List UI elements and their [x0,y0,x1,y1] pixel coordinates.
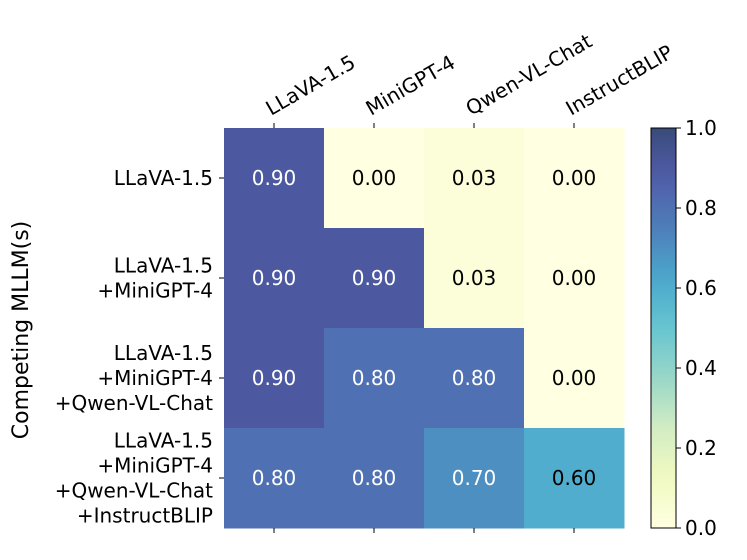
heatmap-cells: 0.90 0.00 0.03 0.00 0.90 0.90 0.03 0.00 0.90 0.80… [224,128,625,529]
heatmap-cell [424,128,525,229]
y-tick-label: LLaVA-1.5 [114,254,213,278]
cell-value-label: 0.90 [252,166,297,190]
cell-value-label: 0.00 [552,166,597,190]
heatmap-cell [224,428,325,529]
cell-value-label: 0.03 [452,166,497,190]
cell-value-label: 0.80 [352,466,397,490]
heatmap-cell [524,328,625,429]
colorbar-frame [650,127,677,529]
cell-value-label: 0.00 [552,366,597,390]
cell-value-label: 0.80 [352,366,397,390]
y-tick-label: LLaVA-1.5 [114,429,213,453]
cell-value-label: 0.80 [252,466,297,490]
heatmap-cell [524,428,625,529]
heatmap-cell [224,228,325,329]
cell-value-label: 0.70 [452,466,497,490]
cell-value-label: 0.90 [252,266,297,290]
y-tick-label: LLaVA-1.5 [114,166,213,190]
cell-value-label: 0.80 [452,366,497,390]
y-tick-label: +InstructBLIP [77,504,213,528]
y-tick-label: LLaVA-1.5 [114,341,213,365]
y-tick-label: +Qwen-VL-Chat [55,479,213,503]
cell-value-label: 0.00 [352,166,397,190]
heatmap-cell [524,228,625,329]
x-tick-label: LLaVA-1.5 [262,50,360,120]
heatmap-cell [524,128,625,229]
colorbar-gradient [651,128,676,528]
colorbar-tick-label: 0.6 [685,276,717,300]
colorbar-tick-label: 0.2 [685,436,717,460]
heatmap-cell [224,128,325,229]
y-tick-label: +MiniGPT-4 [97,279,213,303]
cell-value-label: 0.90 [252,366,297,390]
heatmap-cell [424,228,525,329]
heatmap-cell [424,328,525,429]
colorbar-tick-label: 1.0 [685,116,717,140]
colorbar-tick-label: 0.8 [685,196,717,220]
cell-value-label: 0.03 [452,266,497,290]
colorbar: 0.0 0.2 0.4 0.6 0.8 1.0 [650,116,717,540]
cell-value-label: 0.60 [552,466,597,490]
y-tick-label: +MiniGPT-4 [97,454,213,478]
x-tick-label: MiniGPT-4 [362,50,460,120]
colorbar-tick-label: 0.0 [685,516,717,540]
heatmap-cell [324,328,425,429]
cell-value-label: 0.90 [352,266,397,290]
heatmap-cell [324,428,425,529]
heatmap-cell [424,428,525,529]
y-axis-label: Competing MLLM(s) [9,221,34,440]
heatmap-cell [224,328,325,429]
colorbar-tick-label: 0.4 [685,356,717,380]
heatmap-cell [324,228,425,329]
y-tick-label: +Qwen-VL-Chat [55,391,213,415]
heatmap-cell [324,128,425,229]
y-tick-label: +MiniGPT-4 [97,366,213,390]
cell-value-label: 0.00 [552,266,597,290]
